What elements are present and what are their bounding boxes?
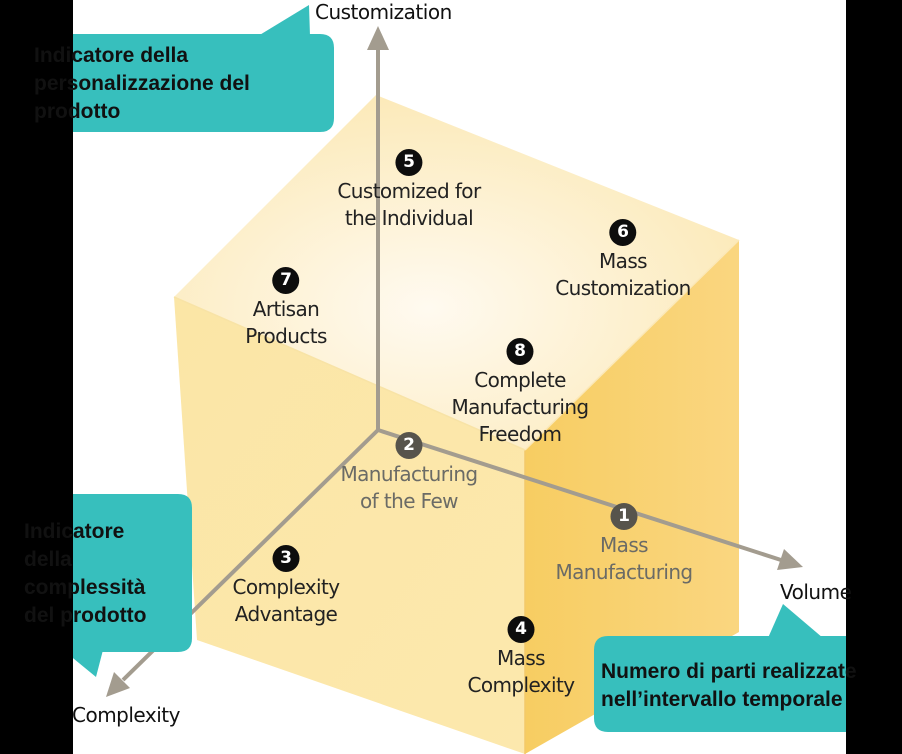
customization-callout-line-1: Indicatore della: [34, 44, 189, 67]
node-8-badge: 8: [506, 338, 534, 365]
volume-callout-line-1: Numero di parti realizzate: [601, 660, 857, 683]
node-5-customized-for-the-individual: 5 Customized for the Individual: [337, 147, 481, 232]
cube-front-face: [174, 297, 525, 754]
volume-callout-text: Numero di parti realizzate nell’interval…: [601, 658, 857, 714]
cube-edge: [524, 239, 740, 451]
volume-callout-tail: [768, 604, 823, 638]
node-3-badge: 3: [272, 545, 300, 572]
volume-callout-line-2: nell’intervallo temporale: [601, 688, 843, 711]
customization-callout-text: Indicatore della personalizzazione del p…: [34, 42, 250, 126]
node-8-complete-manufacturing-freedom: 8 Complete Manufacturing Freedom: [451, 336, 589, 448]
node-7-artisan-products: 7 Artisan Products: [245, 265, 327, 350]
node-2-badge: 2: [395, 432, 423, 459]
volume-callout-bubble: [594, 636, 846, 732]
node-7-label-line-1: Artisan: [252, 297, 320, 321]
complexity-callout-line-3: complessità: [24, 576, 146, 599]
customization-callout-bubble: [73, 34, 334, 132]
complexity-callout-bubble: [73, 494, 192, 652]
node-4-label-line-2: Complexity: [467, 673, 576, 697]
node-5-badge: 5: [395, 149, 423, 176]
complexity-callout-line-4: del prodotto: [24, 604, 147, 627]
node-8-label-line-3: Freedom: [478, 422, 562, 446]
customization-callout-line-2: personalizzazione del: [34, 72, 250, 95]
node-5-label-line-2: the Individual: [344, 206, 474, 230]
node-1-label-line-1: Mass: [600, 533, 649, 557]
node-3-complexity-advantage: 3 Complexity Advantage: [233, 543, 340, 628]
volume-axis-label: Volume: [780, 580, 852, 604]
node-6-badge: 6: [609, 219, 637, 246]
node-8-label-line-2: Manufacturing: [451, 395, 589, 419]
node-5-label-line-1: Customized for: [337, 179, 481, 203]
node-7-label-line-2: Products: [245, 324, 327, 348]
cube-right-face: [525, 240, 739, 754]
node-6-label-line-2: Customization: [555, 276, 691, 300]
node-1-mass-manufacturing: 1 Mass Manufacturing: [555, 501, 693, 586]
node-3-label-line-1: Complexity: [232, 575, 341, 599]
volume-axis: [377, 428, 782, 562]
node-4-label-line-1: Mass: [497, 646, 546, 670]
customization-axis-label: Customization: [315, 0, 452, 24]
complexity-callout-tail: [73, 650, 103, 677]
customization-callout-tail: [258, 5, 310, 36]
complexity-callout-text: Indicatore della complessità del prodott…: [24, 518, 146, 630]
node-1-label-line-2: Manufacturing: [555, 560, 693, 584]
cube-top-face: [174, 95, 739, 450]
complexity-callout-line-2: della: [24, 548, 72, 571]
customization-arrowhead: [367, 26, 389, 50]
node-8-label-line-1: Complete: [474, 368, 566, 392]
cube-diagram: [73, 5, 846, 754]
node-1-badge: 1: [610, 503, 638, 530]
complexity-callout-line-1: Indicatore: [24, 520, 125, 543]
node-7-badge: 7: [272, 267, 300, 294]
node-4-badge: 4: [507, 616, 535, 643]
customization-callout-line-3: prodotto: [34, 100, 121, 123]
node-6-mass-customization: 6 Mass Customization: [555, 217, 691, 302]
node-3-label-line-2: Advantage: [234, 602, 338, 626]
node-2-label-line-1: Manufacturing: [340, 462, 478, 486]
cube-edge: [173, 296, 526, 451]
diagram-canvas: [73, 0, 846, 754]
node-2-label-line-2: of the Few: [360, 489, 458, 513]
node-2-manufacturing-of-the-few: 2 Manufacturing of the Few: [340, 430, 478, 515]
node-6-label-line-1: Mass: [599, 249, 648, 273]
complexity-axis-label: Complexity: [72, 703, 180, 727]
complexity-arrowhead: [106, 672, 130, 697]
node-4-mass-complexity: 4 Mass Complexity: [468, 614, 575, 699]
volume-arrowhead: [777, 549, 803, 570]
